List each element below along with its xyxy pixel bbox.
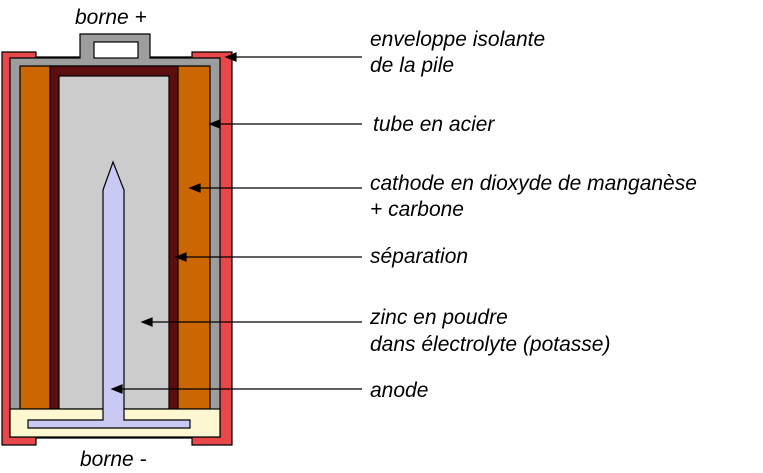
zinc-label-line1: zinc en poudre [369, 306, 508, 329]
separator-label: séparation [370, 245, 468, 268]
arrow-cathode [188, 183, 362, 193]
negative-terminal-label: borne - [80, 448, 147, 471]
positive-terminal-label: borne + [75, 6, 147, 29]
arrow-separator [174, 252, 362, 262]
arrow-envelope [224, 52, 362, 62]
arrow-zinc [140, 317, 362, 327]
anode [27, 160, 191, 429]
cathode-label-line2: + carbone [370, 198, 464, 221]
cathode-label-line1: cathode en dioxyde de manganèse [370, 172, 697, 195]
envelope-label-line1: enveloppe isolante [370, 28, 545, 51]
leader-arrows [110, 52, 362, 394]
anode-label: anode [370, 379, 428, 402]
arrow-steel-tube [208, 119, 362, 129]
positive-terminal-opening [93, 41, 139, 59]
envelope-label-line2: de la pile [370, 54, 454, 77]
zinc-label-line2: dans électrolyte (potasse) [370, 333, 610, 356]
steel-tube-label: tube en acier [373, 113, 495, 136]
arrow-anode [110, 384, 362, 394]
